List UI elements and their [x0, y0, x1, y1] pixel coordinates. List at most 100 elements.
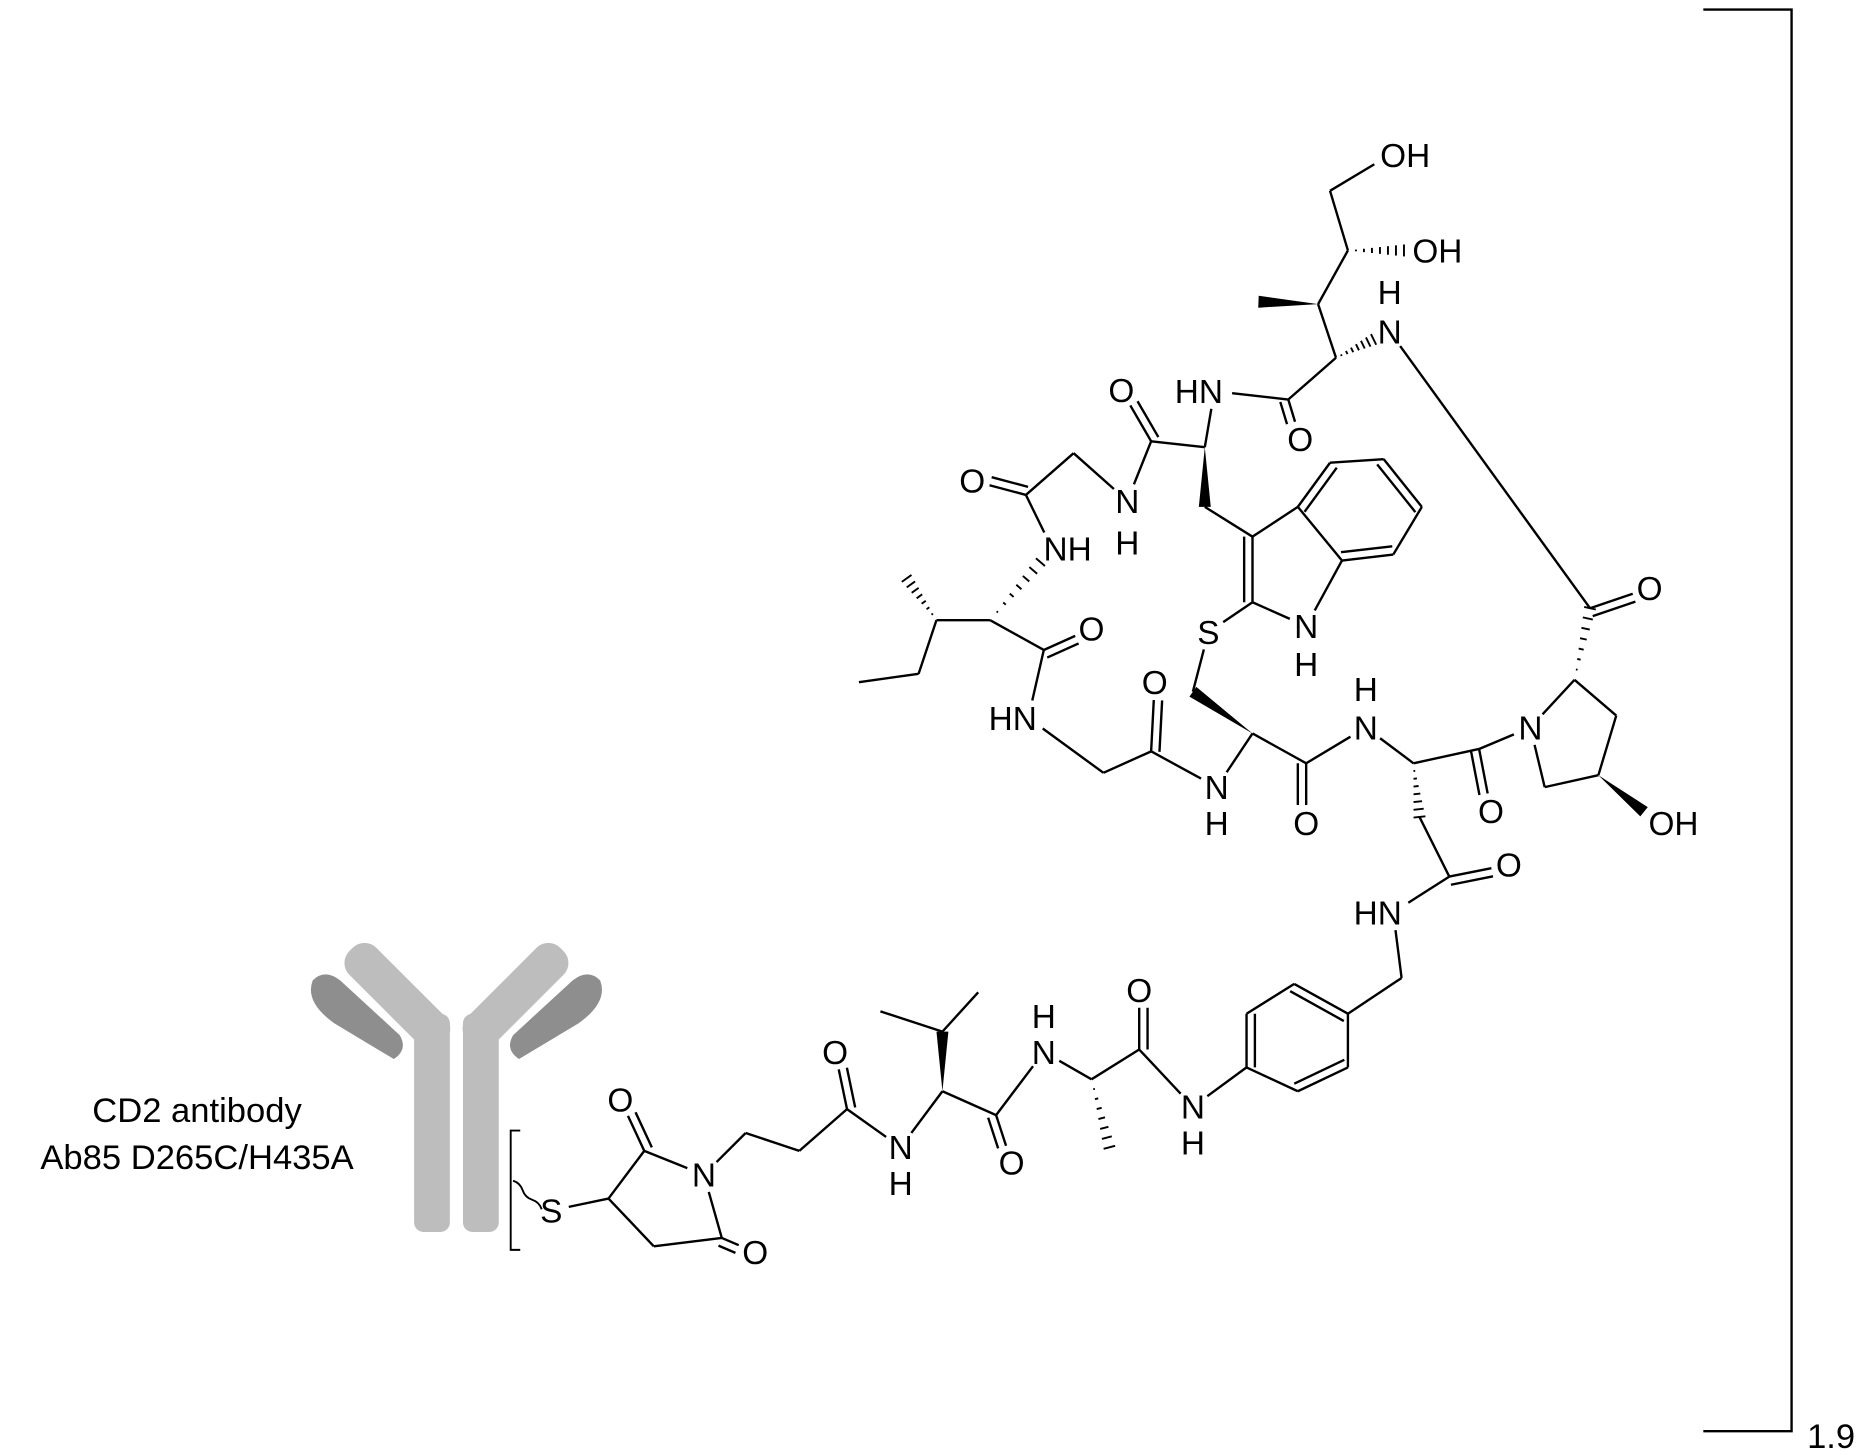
- double-bond-second-line: [1340, 545, 1393, 554]
- single-bond: [1573, 678, 1618, 717]
- single-bond: [653, 1236, 722, 1248]
- single-bond: [1222, 601, 1254, 624]
- single-bond: [1225, 732, 1254, 773]
- atom-label-O11: OH: [1412, 233, 1462, 270]
- atom-label-N9: N: [1354, 710, 1378, 747]
- single-bond: [1317, 249, 1349, 305]
- single-bond: [995, 1065, 1034, 1116]
- double-bond: [1293, 982, 1349, 1015]
- single-bond: [989, 619, 1045, 652]
- single-bond: [1533, 744, 1546, 788]
- single-bond: [1544, 774, 1599, 789]
- antibody-left-fab: [310, 974, 403, 1060]
- single-bond: [1206, 1066, 1248, 1098]
- hashed-bond: [1354, 244, 1405, 257]
- atom-label-H9: H: [1354, 672, 1378, 709]
- single-bond: [941, 1090, 997, 1117]
- single-bond: [1245, 982, 1295, 1015]
- single-bond: [1025, 452, 1075, 496]
- double-bond: [721, 1236, 740, 1247]
- double-bond: [1297, 1066, 1349, 1093]
- atom-label-H3: H: [1032, 999, 1056, 1036]
- atom-label-N12: NH: [1044, 532, 1092, 569]
- double-bond-second-line: [845, 1067, 857, 1108]
- single-bond: [1251, 505, 1299, 538]
- double-bond-second-line: [1136, 400, 1160, 438]
- single-bond: [1102, 750, 1152, 774]
- double-bond-second-line: [991, 476, 1029, 489]
- antibody-left-stem: [414, 1013, 450, 1232]
- single-bond: [1287, 356, 1337, 401]
- double-bond-second-line: [634, 1111, 653, 1148]
- wedge-bond: [1598, 775, 1648, 817]
- single-bond: [1313, 559, 1344, 611]
- double-bond: [837, 1069, 849, 1110]
- single-bond: [910, 1090, 944, 1134]
- hashed-bond: [1092, 1087, 1116, 1150]
- single-bond: [1316, 303, 1338, 359]
- atom-label-O7: O: [1478, 794, 1504, 831]
- single-bond: [1541, 678, 1576, 716]
- single-bond: [1150, 750, 1202, 780]
- antibody-right-stem: [462, 1013, 499, 1232]
- single-bond: [1329, 457, 1384, 464]
- atom-label-N13: N: [1115, 484, 1139, 521]
- double-bond: [626, 1115, 646, 1152]
- double-bond-second-line: [1289, 990, 1345, 1023]
- atom-label-O9: O: [1637, 571, 1663, 608]
- atom-label-iN: N: [1294, 609, 1318, 646]
- atom-label-N7: N: [1378, 314, 1402, 351]
- atom-label-O16: O: [1079, 611, 1105, 648]
- single-bond: [607, 1150, 646, 1200]
- single-bond: [1478, 733, 1515, 751]
- atom-label-O13: O: [1108, 373, 1134, 410]
- single-bond: [715, 1132, 747, 1163]
- single-bond: [607, 1197, 655, 1248]
- atom-label-H2: H: [889, 1166, 913, 1203]
- double-bond: [1043, 634, 1076, 652]
- single-bond: [643, 1149, 688, 1170]
- single-bond: [1418, 816, 1451, 878]
- single-bond: [858, 672, 919, 684]
- single-bond: [1407, 875, 1450, 904]
- hashed-bond: [996, 557, 1046, 614]
- single-bond: [1328, 190, 1350, 251]
- single-bond: [1058, 1059, 1093, 1081]
- single-bond: [798, 1108, 848, 1152]
- atom-label-N6: N: [1518, 710, 1542, 747]
- atom-label-O1: O: [607, 1083, 633, 1120]
- atom-label-N1: N: [692, 1158, 716, 1195]
- single-bond: [1151, 440, 1205, 449]
- atom-label-N10: N: [1205, 770, 1229, 807]
- single-bond: [1379, 737, 1415, 765]
- hashed-bond: [1575, 606, 1597, 671]
- single-bond: [1231, 392, 1289, 401]
- right-bracket: [1703, 8, 1793, 1433]
- double-bond-second-line: [987, 1117, 1000, 1149]
- double-bond-second-line: [1158, 700, 1164, 752]
- single-bond: [745, 1131, 800, 1153]
- double-bond-second-line: [1376, 463, 1417, 513]
- double-bond-second-line: [1592, 600, 1636, 618]
- single-bond: [917, 619, 938, 675]
- wedge-bond: [936, 1031, 949, 1092]
- antibody-variant: Ab85 D265C/H435A: [40, 1139, 353, 1177]
- double-bond-second-line: [1303, 466, 1338, 513]
- left-bracket: [509, 1129, 521, 1251]
- wedge-bond: [1258, 295, 1319, 308]
- single-bond: [707, 1191, 723, 1239]
- wedge-bond: [1198, 447, 1211, 507]
- atom-label-H4: H: [1181, 1125, 1205, 1162]
- atom-label-O5: O: [1126, 973, 1152, 1010]
- atom-labels: SONOONHONHONHHNOONOHONHOHNOHOHONHSONHNHO…: [540, 138, 1698, 1272]
- antibody-name: CD2 antibody: [92, 1092, 302, 1130]
- single-bond: [1138, 1048, 1182, 1095]
- hashed-bond: [1340, 333, 1378, 357]
- atom-label-H13: H: [1115, 526, 1139, 563]
- single-bond: [1191, 649, 1206, 693]
- drug-antibody-ratio: 1.9: [1807, 1418, 1855, 1455]
- atom-label-iH: H: [1294, 647, 1318, 684]
- single-bond: [1413, 747, 1480, 765]
- single-bond: [1597, 715, 1618, 776]
